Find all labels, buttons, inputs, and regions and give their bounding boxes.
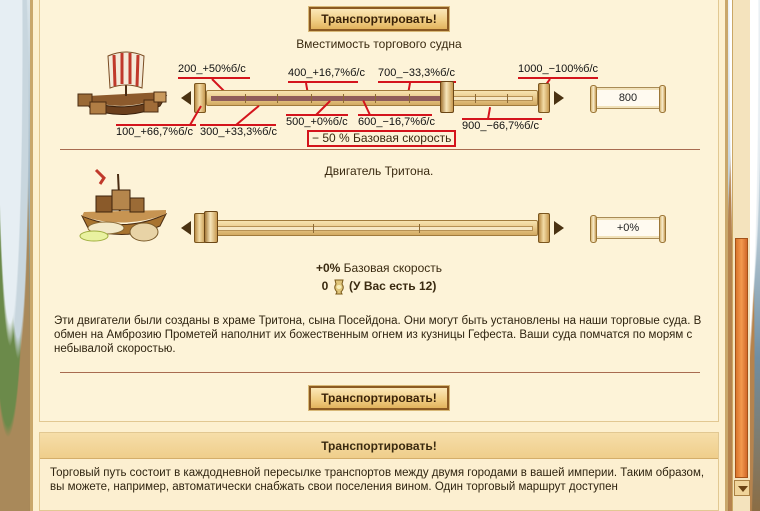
trade-panel: Транспортировать! Вместимость торгового … xyxy=(30,0,750,511)
slider-tick xyxy=(343,94,344,103)
slider-tick xyxy=(475,94,476,103)
ambrosia-icon xyxy=(333,279,344,295)
capacity-title: Вместимость торгового судна xyxy=(296,37,462,51)
capacity-slider-thumb[interactable] xyxy=(440,81,454,113)
trade-route-heading: Транспортировать! xyxy=(40,433,718,459)
ambrosia-have: (У Вас есть 12) xyxy=(349,279,437,294)
annotation-700: 700_−33,3%б/с xyxy=(378,67,455,79)
slider-tick xyxy=(313,224,314,233)
annotation-400: 400_+16,7%б/с xyxy=(288,67,365,79)
base-speed-value: − 50 % xyxy=(312,131,350,145)
section-divider xyxy=(60,149,700,150)
slider-track-inner xyxy=(211,226,533,231)
trade-route-text: Торговый путь состоит в каждодневной пер… xyxy=(50,467,705,493)
merchant-ship-icon xyxy=(77,51,168,116)
slider-track xyxy=(206,90,538,106)
ambrosia-count: 0 xyxy=(321,279,329,294)
slider-fill xyxy=(211,96,443,101)
triton-speed-value: +0% xyxy=(315,261,341,275)
transport-button-bottom[interactable]: Транспортировать! xyxy=(308,385,450,411)
triton-speed-label: Базовая скорость xyxy=(343,261,443,275)
slider-tick xyxy=(409,94,410,103)
annotation-1000: 1000_−100%б/с xyxy=(518,63,599,75)
annotation-900: 900_−66,7%б/с xyxy=(462,120,539,132)
annotation-200: 200_+50%б/с xyxy=(178,63,246,75)
ambrosia-cost: 0 (У Вас есть 12) xyxy=(40,278,718,296)
triton-title: Двигатель Тритона. xyxy=(324,164,434,178)
capacity-slider[interactable] xyxy=(194,81,550,113)
ship-upgrade-box: Транспортировать! Вместимость торгового … xyxy=(39,0,719,422)
slider-track xyxy=(206,220,538,236)
background-scenery-left xyxy=(0,0,30,511)
annotation-underline xyxy=(116,124,196,126)
base-speed-label: Базовая скорость xyxy=(353,131,452,145)
slider-tick xyxy=(375,94,376,103)
slider-left-cap xyxy=(194,83,206,113)
triton-value-field[interactable]: +0% xyxy=(590,215,666,243)
annotation-underline xyxy=(378,81,456,83)
slider-tick xyxy=(277,94,278,103)
triton-slider[interactable] xyxy=(194,211,550,243)
section-divider xyxy=(60,372,700,373)
triton-ship-icon xyxy=(79,168,168,242)
trade-route-box: Транспортировать! Торговый путь состоит … xyxy=(39,432,719,511)
slider-right-cap xyxy=(538,213,550,243)
capacity-base-speed: − 50 % Базовая скорость xyxy=(307,130,457,147)
slider-tick xyxy=(419,224,420,233)
arrow-right-icon[interactable] xyxy=(554,221,564,235)
slider-tick xyxy=(507,94,508,103)
annotation-underline xyxy=(518,77,598,79)
annotation-underline xyxy=(200,124,276,126)
annotation-100: 100_+66,7%б/с xyxy=(116,126,193,138)
transport-button-top[interactable]: Транспортировать! xyxy=(308,6,450,32)
arrow-right-icon[interactable] xyxy=(554,91,564,105)
slider-right-cap xyxy=(538,83,550,113)
triton-slider-thumb[interactable] xyxy=(204,211,218,243)
annotation-underline xyxy=(178,77,250,79)
vertical-scrollbar[interactable] xyxy=(732,0,750,511)
annotation-underline xyxy=(358,114,432,116)
arrow-left-icon[interactable] xyxy=(181,221,191,235)
annotation-600: 600_−16,7%б/с xyxy=(358,116,435,128)
capacity-value-field[interactable]: 800 xyxy=(590,85,666,113)
annotation-underline xyxy=(462,118,542,120)
annotation-500: 500_+0%б/с xyxy=(286,116,348,128)
slider-tick xyxy=(311,94,312,103)
triton-speed: +0% Базовая скорость xyxy=(40,261,718,275)
triton-description: Эти двигатели были созданы в храме Трито… xyxy=(54,315,702,355)
arrow-left-icon[interactable] xyxy=(181,91,191,105)
annotation-300: 300_+33,3%б/с xyxy=(200,126,277,138)
scrollbar-thumb[interactable] xyxy=(735,238,748,478)
slider-tick xyxy=(245,94,246,103)
annotation-underline xyxy=(288,81,358,83)
scroll-down-icon[interactable] xyxy=(734,480,750,496)
